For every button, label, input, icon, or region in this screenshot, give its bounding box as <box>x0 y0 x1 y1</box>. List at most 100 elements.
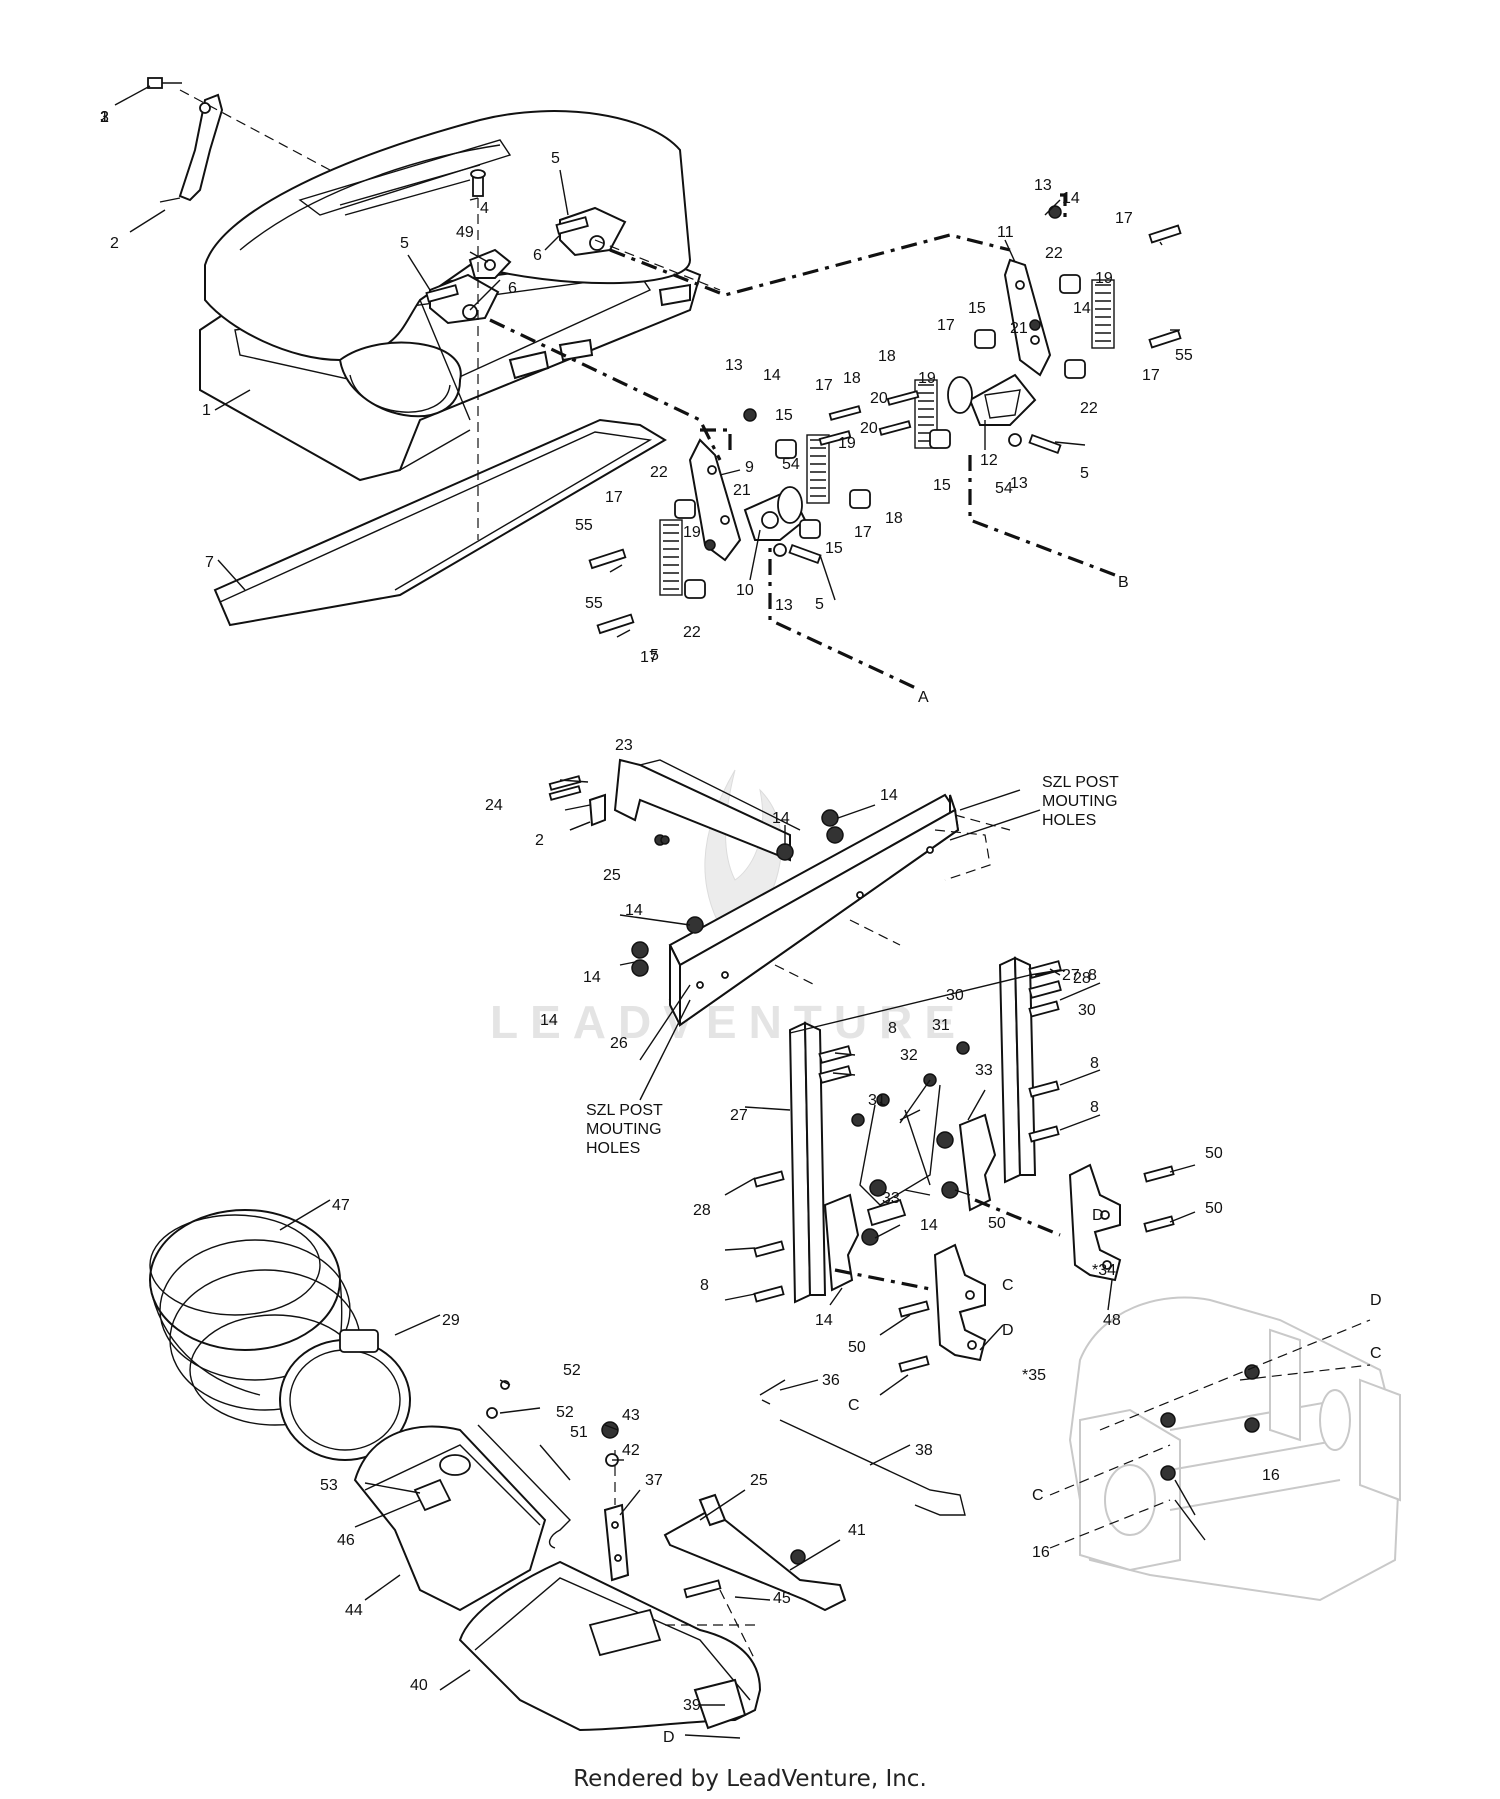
callout: 5 <box>650 647 659 664</box>
callout: 13 <box>1010 475 1028 492</box>
callout: 54 <box>995 480 1013 497</box>
callout: 17 <box>815 377 833 394</box>
callout: 52 <box>563 1362 581 1379</box>
callout: 40 <box>410 1677 428 1694</box>
callout: 19 <box>838 435 856 452</box>
callout: 26 <box>610 1035 628 1052</box>
post-27-left <box>788 1021 827 1304</box>
callout: 2 <box>100 109 109 126</box>
callout: 17 <box>1115 210 1133 227</box>
svg-text:SZL POST: SZL POST <box>586 1102 663 1119</box>
nut-25-bottom <box>790 1549 806 1565</box>
callout: 5 <box>1080 465 1089 482</box>
callout: 19 <box>1095 270 1113 287</box>
callout: D <box>663 1729 675 1746</box>
callout: C <box>1032 1487 1044 1504</box>
pin-37 <box>759 1379 786 1405</box>
callout: 36 <box>822 1372 840 1389</box>
callout: 19 <box>918 370 936 387</box>
callout: 21 <box>733 482 751 499</box>
callout: 24 <box>485 797 503 814</box>
callout: 17 <box>854 524 872 541</box>
callout: 31 <box>932 1017 950 1034</box>
callout: 13 <box>725 357 743 374</box>
bracket-33-right <box>958 1113 997 1212</box>
callout: 17 <box>605 489 623 506</box>
callout: 13 <box>1034 177 1052 194</box>
callout: 8 <box>888 1020 897 1037</box>
callout: 1 <box>202 402 211 419</box>
callout: 14 <box>625 902 643 919</box>
callout: 2 <box>535 832 544 849</box>
callout: *35 <box>1022 1367 1046 1384</box>
callout: 11 <box>997 224 1014 241</box>
note-szl-top: SZL POST MOUTING HOLES <box>1042 774 1119 829</box>
callout: 15 <box>933 477 951 494</box>
callout: 28 <box>1073 970 1091 987</box>
callout: 12 <box>980 452 998 469</box>
leader-lines <box>114 85 1206 1739</box>
callout: 16 <box>1032 1544 1050 1561</box>
callout: 31 <box>868 1092 886 1109</box>
callout: 27 <box>730 1107 748 1124</box>
callout: 20 <box>870 390 888 407</box>
spring-19-c <box>914 379 938 449</box>
svg-text:HOLES: HOLES <box>1042 812 1096 829</box>
callout: 14 <box>1073 300 1091 317</box>
callout: 39 <box>683 1697 701 1714</box>
callout: 50 <box>988 1215 1006 1232</box>
callout-labels: 1 2 2 3 4 5 6 5 6 49 1 7 9 10 11 12 13 1… <box>100 109 1382 1746</box>
note-szl-bottom: SZL POST MOUTING HOLES <box>586 1102 663 1157</box>
rod-53 <box>477 1407 571 1549</box>
callout: 14 <box>763 367 781 384</box>
callout: C <box>1370 1345 1382 1362</box>
top-hardware <box>588 205 1182 635</box>
callout: *34 <box>1092 1262 1116 1279</box>
callout: 41 <box>848 1522 866 1539</box>
pivot-12 <box>968 373 1037 426</box>
callout: 14 <box>815 1312 833 1329</box>
hinge-plate-upper <box>555 206 627 257</box>
callout: 48 <box>1103 1312 1121 1329</box>
callout: 17 <box>640 649 658 666</box>
callout: 44 <box>345 1602 363 1619</box>
callout: 55 <box>575 517 593 534</box>
chute-46 <box>353 1425 547 1612</box>
nut-44 <box>601 1421 619 1439</box>
callout: 55 <box>1175 347 1193 364</box>
callout: 18 <box>878 348 896 365</box>
callout: 43 <box>622 1407 640 1424</box>
bracket-42 <box>603 1450 630 1582</box>
lower-channel-7 <box>213 418 667 627</box>
middle-hardware <box>548 775 1175 1373</box>
callout: 13 <box>775 597 793 614</box>
hitch-plate-34 <box>933 1243 987 1362</box>
callout: 47 <box>332 1197 350 1214</box>
rod-36 <box>779 1419 966 1516</box>
callout: 8 <box>1090 1099 1099 1116</box>
callout: 5 <box>400 235 409 252</box>
bracket-33-left <box>823 1193 860 1292</box>
callout: 32 <box>900 1047 918 1064</box>
callout: 29 <box>442 1312 460 1329</box>
mower-frame-background <box>1068 1296 1402 1602</box>
callout: 8 <box>700 1277 709 1294</box>
callout: 15 <box>968 300 986 317</box>
callout: 6 <box>533 247 542 264</box>
callout: 6 <box>508 280 517 297</box>
callout: 37 <box>645 1472 663 1489</box>
svg-text:HOLES: HOLES <box>586 1140 640 1157</box>
callout: 28 <box>693 1202 711 1219</box>
callout: D <box>1002 1322 1014 1339</box>
callout: 23 <box>615 737 633 754</box>
callout: 42 <box>622 1442 640 1459</box>
callout: 30 <box>946 987 964 1004</box>
callout: 25 <box>750 1472 768 1489</box>
callout: B <box>1118 574 1129 591</box>
callout: 8 <box>1090 1055 1099 1072</box>
callout: 22 <box>1080 400 1098 417</box>
discharge-chute-45 <box>458 1560 762 1732</box>
watermark-text: LEADVENTURE <box>490 996 967 1048</box>
callout: 14 <box>1062 190 1080 207</box>
callout: 20 <box>860 420 878 437</box>
